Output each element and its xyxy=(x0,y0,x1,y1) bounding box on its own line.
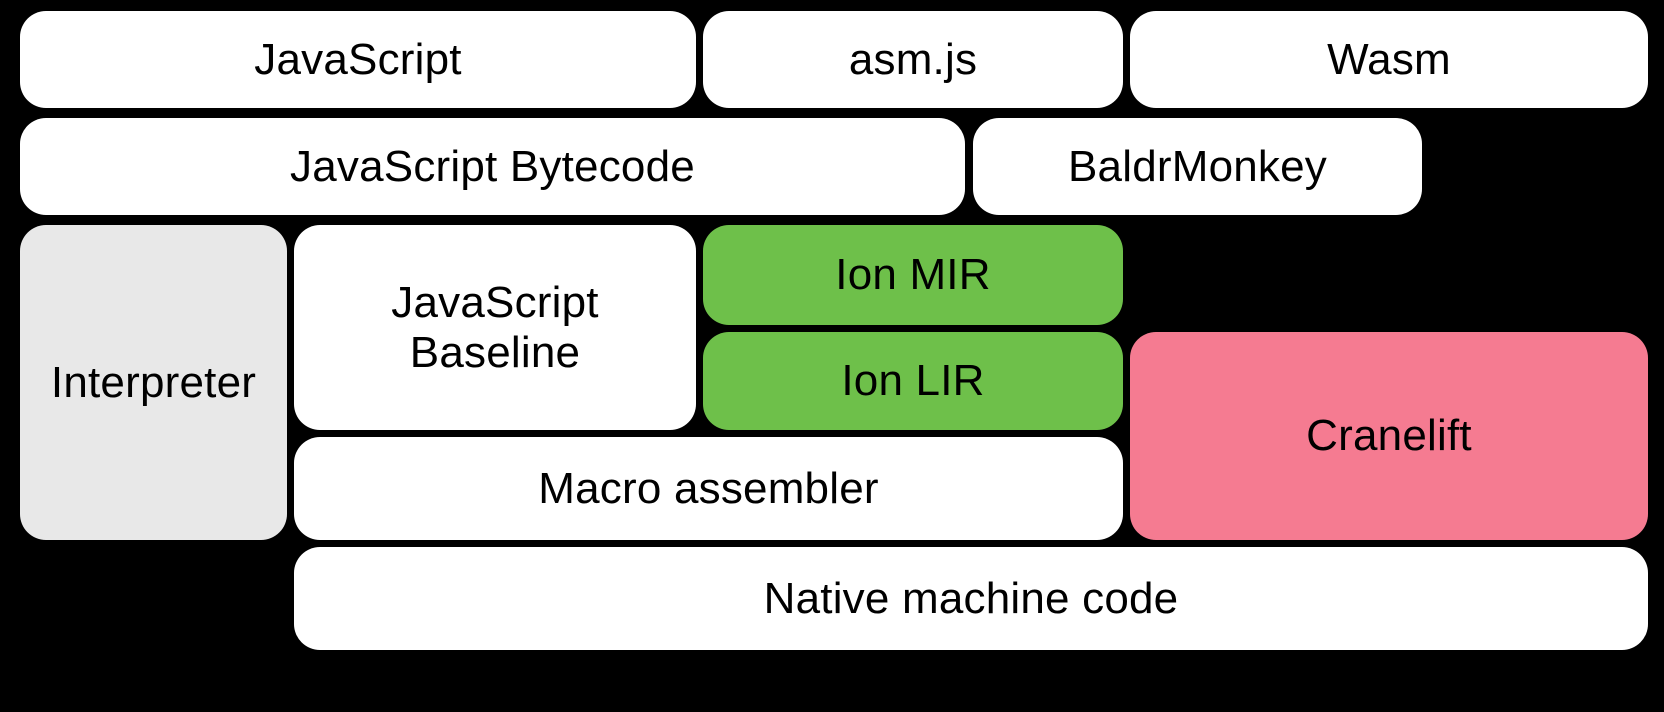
node-macro-assembler[interactable]: Macro assembler xyxy=(294,437,1123,540)
node-baldrmonkey[interactable]: BaldrMonkey xyxy=(973,118,1422,215)
node-native-machine-code[interactable]: Native machine code xyxy=(294,547,1648,650)
node-cranelift[interactable]: Cranelift xyxy=(1130,332,1648,540)
node-ion-lir[interactable]: Ion LIR xyxy=(703,332,1123,430)
node-javascript-baseline[interactable]: JavaScript Baseline xyxy=(294,225,696,430)
node-interpreter[interactable]: Interpreter xyxy=(20,225,287,540)
node-ion-mir[interactable]: Ion MIR xyxy=(703,225,1123,325)
node-wasm[interactable]: Wasm xyxy=(1130,11,1648,108)
node-javascript-bytecode[interactable]: JavaScript Bytecode xyxy=(20,118,965,215)
node-javascript[interactable]: JavaScript xyxy=(20,11,696,108)
node-asmjs[interactable]: asm.js xyxy=(703,11,1123,108)
